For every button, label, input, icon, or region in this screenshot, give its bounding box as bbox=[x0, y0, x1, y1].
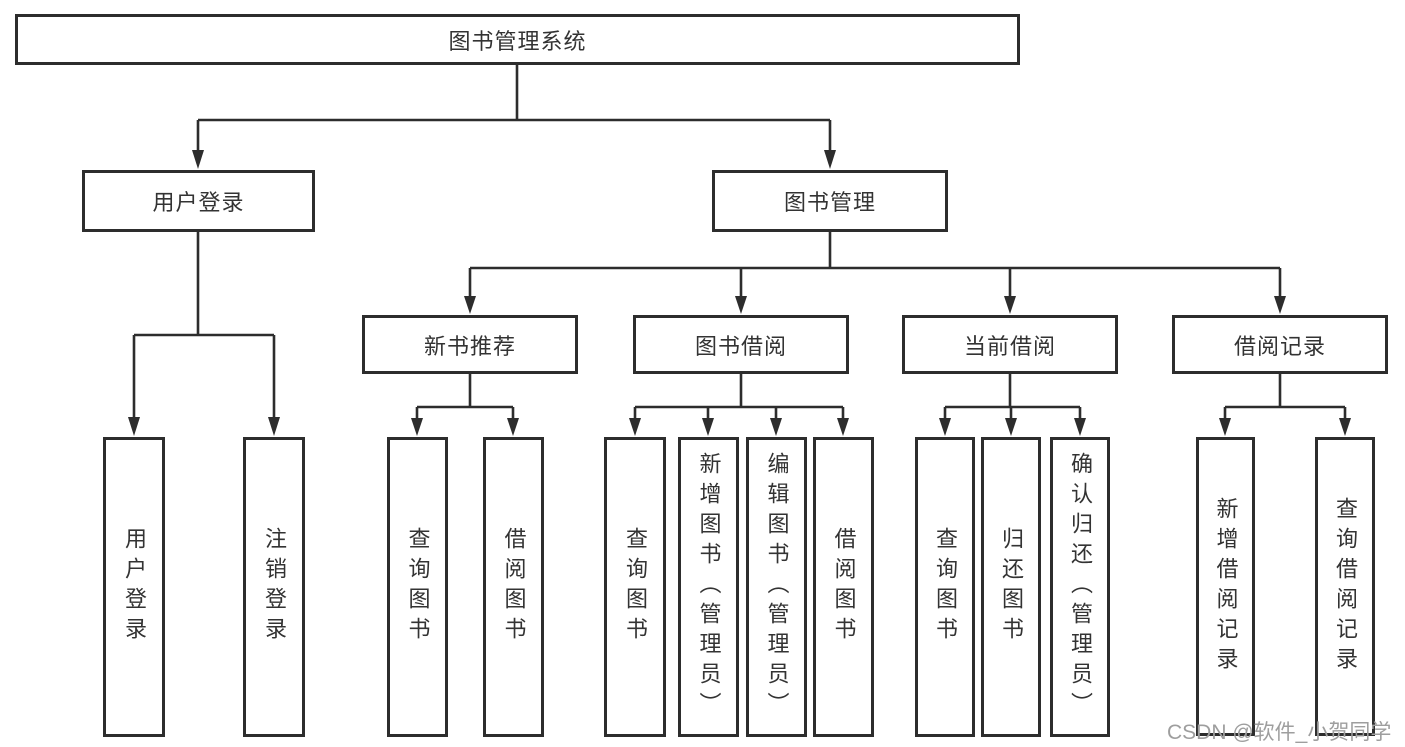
leaf-user-login-label: 用户登录 bbox=[122, 527, 147, 647]
leaf-logout-label: 注销登录 bbox=[262, 527, 287, 647]
leaf-borrowing-add-books-admin-label: 新增图书（管理员） bbox=[696, 452, 722, 722]
leaf-borrowing-query-books-label: 查询图书 bbox=[623, 527, 648, 647]
leaf-borrowing-query-books: 查询图书 bbox=[604, 437, 666, 737]
leaf-current-confirm-return-admin-label: 确认归还（管理员） bbox=[1068, 452, 1093, 722]
leaf-borrowing-borrow-books-label: 借阅图书 bbox=[831, 527, 857, 647]
leaf-current-return-books: 归还图书 bbox=[981, 437, 1041, 737]
leaf-current-return-books-label: 归还图书 bbox=[999, 527, 1024, 647]
node-book-management: 图书管理 bbox=[712, 170, 948, 232]
leaf-user-login: 用户登录 bbox=[103, 437, 165, 737]
node-current-borrowing: 当前借阅 bbox=[902, 315, 1118, 374]
leaf-records-query-record: 查询借阅记录 bbox=[1315, 437, 1375, 736]
leaf-newbook-borrow-books: 借阅图书 bbox=[483, 437, 544, 737]
leaf-borrowing-edit-books-admin-label: 编辑图书（管理员） bbox=[764, 452, 790, 722]
node-new-book-recommendation: 新书推荐 bbox=[362, 315, 578, 374]
leaf-borrowing-edit-books-admin: 编辑图书（管理员） bbox=[746, 437, 807, 737]
node-user-login: 用户登录 bbox=[82, 170, 315, 232]
leaf-borrowing-borrow-books: 借阅图书 bbox=[813, 437, 874, 737]
node-root-library-system: 图书管理系统 bbox=[15, 14, 1020, 65]
node-borrowing-records-label: 借阅记录 bbox=[1233, 333, 1326, 359]
node-user-login-label: 用户登录 bbox=[152, 190, 245, 215]
leaf-logout: 注销登录 bbox=[243, 437, 305, 737]
leaf-current-confirm-return-admin: 确认归还（管理员） bbox=[1050, 437, 1110, 737]
node-current-borrowing-label: 当前借阅 bbox=[963, 333, 1056, 359]
node-book-borrowing-label: 图书借阅 bbox=[694, 333, 787, 359]
leaf-records-add-record: 新增借阅记录 bbox=[1196, 437, 1255, 736]
leaf-newbook-query-books: 查询图书 bbox=[387, 437, 448, 737]
leaf-current-query-books: 查询图书 bbox=[915, 437, 975, 737]
leaf-records-query-record-label: 查询借阅记录 bbox=[1333, 496, 1358, 677]
node-book-management-label: 图书管理 bbox=[783, 190, 876, 215]
arrowheads bbox=[128, 150, 1351, 436]
leaf-borrowing-add-books-admin: 新增图书（管理员） bbox=[678, 437, 739, 737]
node-borrowing-records: 借阅记录 bbox=[1172, 315, 1388, 374]
node-root-label: 图书管理系统 bbox=[448, 28, 587, 54]
leaf-newbook-borrow-books-label: 借阅图书 bbox=[501, 527, 527, 647]
node-new-book-recommendation-label: 新书推荐 bbox=[423, 333, 516, 359]
csdn-watermark: CSDN @软件_小贺同学 bbox=[1167, 721, 1392, 744]
node-book-borrowing: 图书借阅 bbox=[633, 315, 849, 374]
leaf-records-add-record-label: 新增借阅记录 bbox=[1213, 496, 1239, 677]
leaf-current-query-books-label: 查询图书 bbox=[933, 527, 958, 647]
leaf-newbook-query-books-label: 查询图书 bbox=[405, 527, 431, 647]
